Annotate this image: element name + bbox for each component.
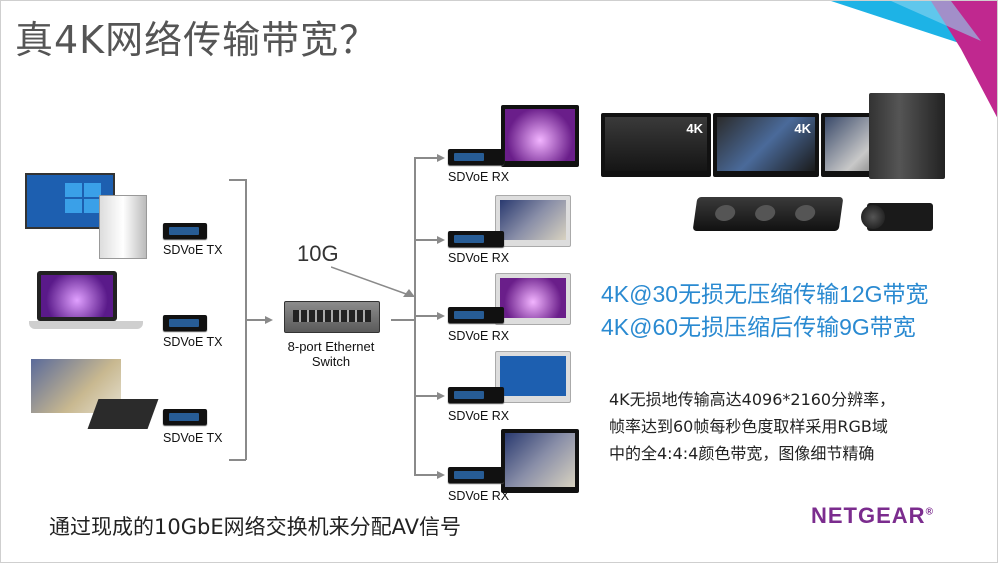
bottom-caption: 通过现成的10GbE网络交换机来分配AV信号 [49,515,461,539]
rx-device-2 [448,231,504,247]
highlight-line-2: 4K@60无损压缩后传输9G带宽 [601,314,916,340]
netgear-logo: NETGEAR® [811,503,934,528]
switch-label: 8-port Ethernet Switch [287,339,375,369]
display-4-image [495,351,571,403]
description-line-3: 中的全4:4:4颜色带宽，图像细节精确 [609,444,875,463]
link-speed-label: 10G [297,241,339,266]
studio-monitor-1: 4K [601,113,711,177]
rx-device-5 [448,467,504,483]
display-5-image [501,429,579,493]
rx-device-1 [448,149,504,165]
tx-label-2: SDVoE TX [163,335,223,349]
rx-label-5: SDVoE RX [448,489,510,503]
laptop-image [37,271,117,321]
rx-label-2: SDVoE RX [448,251,510,265]
ethernet-switch-image [284,301,380,333]
corner-decoration [831,1,997,118]
control-panel-image [692,197,844,231]
description-line-1: 4K无损地传输高达4096*2160分辨率， [609,390,896,409]
desktop-tower-image [99,195,147,259]
workstation-tower-image [869,93,945,179]
highlight-line-1: 4K@30无损无压缩传输12G带宽 [601,281,929,307]
display-2-image [495,195,571,247]
media-player-image [87,399,159,429]
camera-image [861,203,933,231]
tx-label-1: SDVoE TX [163,243,223,257]
display-1-image [501,105,579,167]
tx-device-3 [163,409,207,425]
description-line-2: 帧率达到60帧每秒色度取样采用RGB域 [609,417,888,436]
display-3-image [495,273,571,325]
tx-device-1 [163,223,207,239]
rx-label-3: SDVoE RX [448,329,510,343]
tx-label-3: SDVoE TX [163,431,223,445]
rx-device-3 [448,307,504,323]
rx-label-4: SDVoE RX [448,409,510,423]
rx-device-4 [448,387,504,403]
rx-label-1: SDVoE RX [448,170,510,184]
tx-device-2 [163,315,207,331]
page-title: 真4K网络传输带宽？ [15,18,379,62]
studio-monitor-2: 4K [713,113,819,177]
